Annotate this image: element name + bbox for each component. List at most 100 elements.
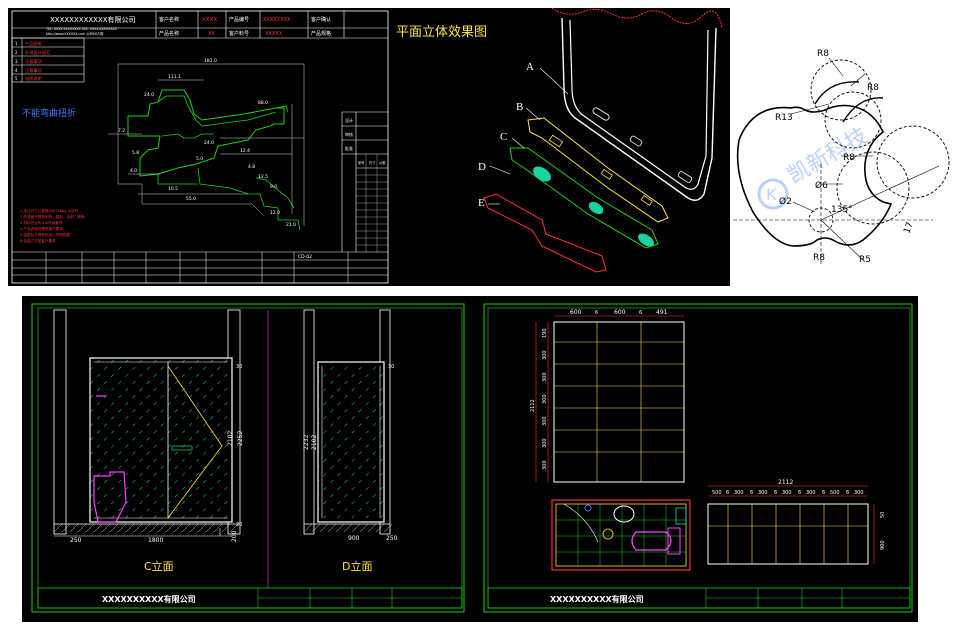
c-dim-250: 250 [70, 537, 82, 544]
tile-dim-side-total: 2112 [530, 399, 536, 412]
note-2: 2.外观面不得有划伤、缺料、毛刺、披锋 [20, 214, 85, 219]
tile-dim-top-5: 491 [656, 309, 668, 316]
dim-r8-upper: R8 [867, 83, 879, 93]
right-col-approve: 批准 [345, 145, 353, 151]
right-sheet-frame [483, 303, 913, 613]
layer-label-e: E [478, 197, 485, 209]
dim-6: 88.0 [258, 100, 268, 106]
layer-label-b: B [516, 101, 523, 113]
red-note-2: 外观设计规范 [25, 49, 50, 56]
table-header-3: 公差 [379, 160, 385, 165]
dim-17: 17 [902, 221, 915, 235]
dim-17: 10.5 [168, 186, 178, 192]
table-header-2: 尺寸 [369, 160, 376, 165]
c-dim-200: 200 [231, 530, 238, 542]
right-col-design: 设计 [345, 117, 353, 123]
dim-16: 21.0 [286, 222, 296, 228]
right-title-block: XXXXXXXXXX有限公司 [487, 587, 911, 609]
tile-dim-top-3: 600 [614, 309, 626, 316]
part-profile [108, 63, 305, 231]
dim-9: 24.0 [204, 140, 214, 146]
layer-label-c: C [500, 131, 507, 143]
strip-dim-7: 300 [782, 490, 792, 496]
header-value-customer-pn: XXXXX [265, 31, 283, 37]
d-dim-900: 900 [348, 535, 360, 542]
header-value-customer: XXXX [202, 17, 217, 23]
header-label-customer: 客户名称 [159, 16, 179, 23]
note-4: 4.产品表面处理按客户要求 [20, 226, 63, 231]
c-dim-2102: 2102 [227, 431, 234, 446]
layer-c [509, 147, 659, 249]
strip-dim-4: 6 [750, 490, 753, 496]
dim-dia6: Ø6 [815, 180, 828, 191]
cad-drawing-exploded-svg: 平面立体效果图 A B C D E [392, 8, 730, 286]
strip-dim-3: 300 [734, 490, 744, 496]
header-value-product-no: XXXXXXXX [263, 17, 291, 23]
c-elevation: 250 1800 200 2102 2252 30 20 C立面 [53, 309, 244, 573]
drawing-number: CD-02 [298, 254, 312, 260]
strip-dim-total: 2112 [778, 479, 793, 486]
cad-drawing-part-svg: XXXXXXXXXXXX有限公司 TEL: XXXX-XXXXXXXX FAX:… [8, 8, 392, 286]
table-header-1: 序号 [358, 160, 364, 165]
note-6: 6.包装方式按客户要求 [20, 238, 56, 243]
dim-11: 4.8 [248, 164, 255, 170]
dim-2: 24.0 [144, 92, 154, 98]
red-note-1: 产品图纸 [25, 40, 43, 47]
strip-dim-9: 300 [806, 490, 816, 496]
svg-text:3: 3 [15, 59, 18, 64]
cad-drawing-shower: 250 1800 200 2102 2252 30 20 C立面 2232 21… [22, 296, 918, 622]
strip-dim-10: 6 [822, 490, 825, 496]
right-col-check: 审核 [345, 131, 353, 137]
cad-drawing-logo-svg: K 凯新科技 R8 R8 R13 R8 Ø6 Ø2 135° 17 R8 [733, 44, 955, 266]
svg-text:K: K [766, 185, 777, 204]
dim-10: 12.4 [240, 148, 250, 154]
note-5: 5.装配后不得有松动、异响现象 [20, 232, 71, 237]
dim-14: 9.0 [270, 184, 277, 190]
dim-5: 5.8 [132, 150, 139, 156]
left-sheet-frame [31, 303, 465, 613]
left-title-company: XXXXXXXXXX有限公司 [102, 594, 196, 604]
d-dim-2232: 2232 [303, 435, 310, 450]
strip-dim-5: 300 [758, 490, 768, 496]
strip-dim-11: 500 [830, 490, 840, 496]
dim-r8-top: R8 [817, 49, 829, 59]
right-table: 设计 审核 批准 序号 尺寸 公差 [341, 111, 388, 252]
c-dim-1800: 1800 [148, 537, 163, 544]
frame-border [11, 10, 389, 284]
strip-dim-side-1: 900 [880, 540, 886, 550]
tile-dim-top-1: 600 [570, 309, 582, 316]
dim-3: 111.1 [168, 74, 181, 80]
red-note-3: 注意事项 [25, 58, 43, 65]
strip-dim-8: 6 [798, 490, 801, 496]
header-value-product-name: XX [208, 31, 215, 37]
tile-dim-top-4: 6 [639, 310, 642, 316]
header-label-customer-pn: 客户料号 [229, 30, 249, 37]
strip-dim-side-2: 50 [880, 512, 886, 518]
red-note-5: 材质说明 [25, 75, 42, 82]
dim-dia2: Ø2 [779, 196, 792, 207]
dim-4: 7.2 [118, 128, 125, 134]
c-dim-30: 30 [236, 364, 242, 370]
svg-text:5: 5 [15, 76, 18, 81]
red-note-4: 注意事项 [25, 67, 43, 74]
tile-dim-side-6: 300 [542, 438, 548, 448]
header-label-spec: 产品规格 [311, 30, 331, 37]
d-dim-30: 30 [388, 364, 394, 370]
tile-dim-side-5: 300 [542, 416, 548, 426]
strip-dim-13: 300 [854, 490, 864, 496]
company-sub-1: TEL: XXXX-XXXXXXXX FAX: XXXX-XXXXXXXX [45, 27, 118, 31]
tile-wall-elevation: 600 6 600 6 491 190 300 300 300 300 300 … [530, 309, 685, 483]
strip-dim-12: 6 [846, 490, 849, 496]
strip-dim-1: 500 [712, 490, 722, 496]
company-name: XXXXXXXXXXXX有限公司 [50, 15, 136, 24]
header-label-product-no: 产品编号 [229, 16, 249, 23]
tile-dim-side-7: 300 [542, 460, 548, 470]
note-3: 3.材料符合ROHS环保要求 [20, 220, 63, 225]
exploded-title: 平面立体效果图 [396, 25, 487, 40]
floor-tile-strip: 2112 500 6 300 6 300 6 300 6 300 6 500 6… [707, 479, 886, 565]
d-elevation: 2232 2102 900 250 30 D立面 [303, 309, 398, 573]
tile-dim-side-2: 300 [542, 350, 548, 360]
tile-dim-top-2: 6 [595, 310, 598, 316]
layer-e [483, 193, 607, 273]
svg-text:1: 1 [15, 41, 18, 46]
